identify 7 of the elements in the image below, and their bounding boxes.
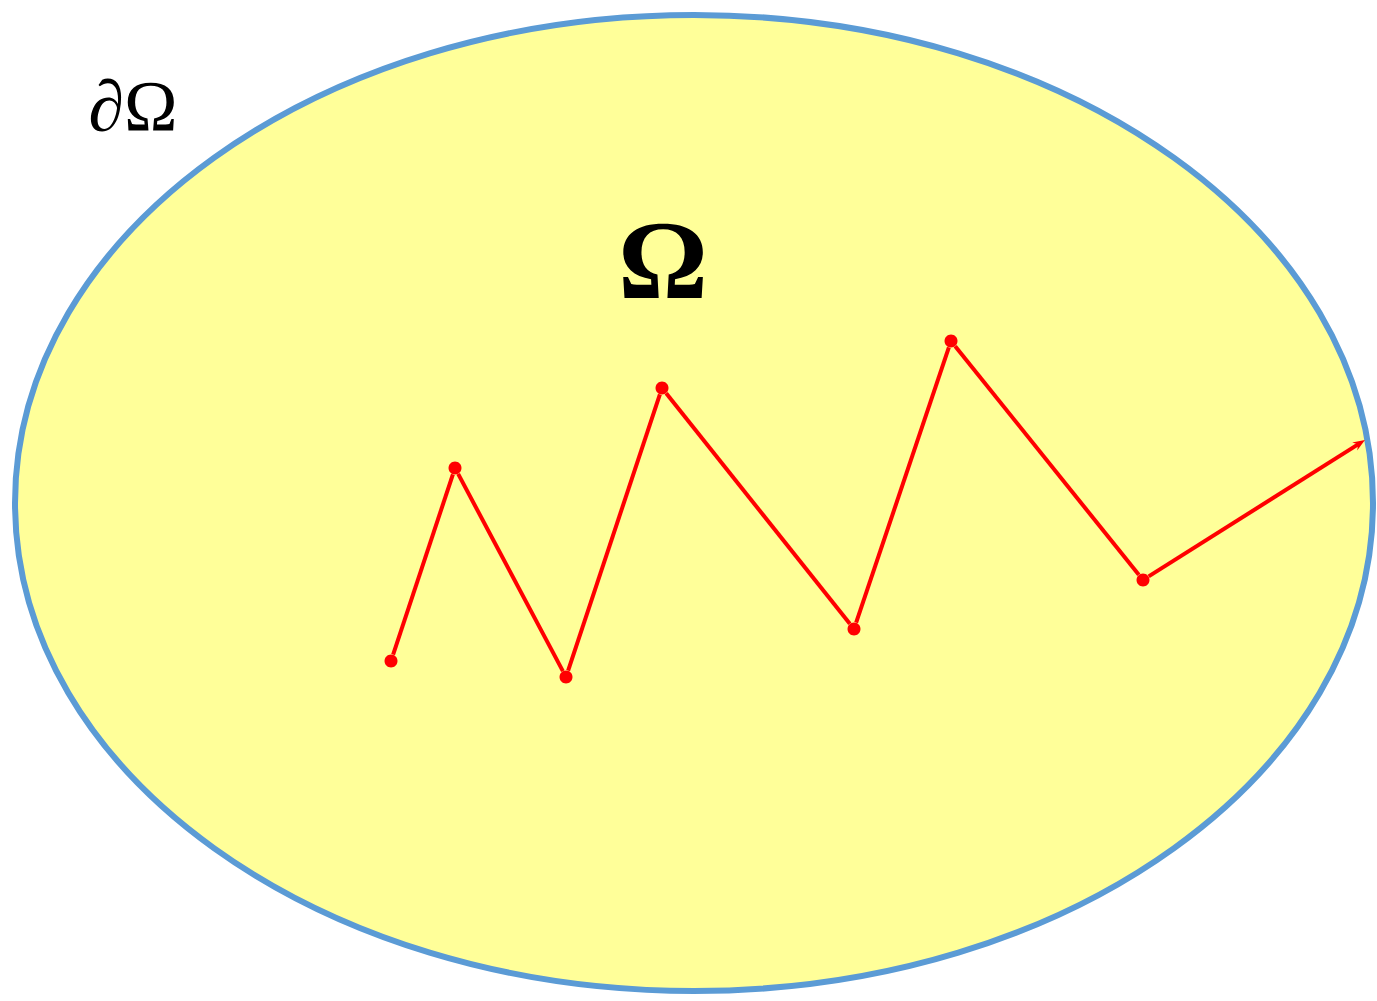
path-segment bbox=[854, 346, 951, 624]
boundary-label: ∂Ω bbox=[90, 78, 174, 132]
path-segment bbox=[391, 473, 455, 656]
path-segment bbox=[664, 392, 852, 625]
path-segment bbox=[456, 472, 565, 672]
path-segment bbox=[953, 344, 1141, 577]
path-segment bbox=[566, 393, 662, 672]
